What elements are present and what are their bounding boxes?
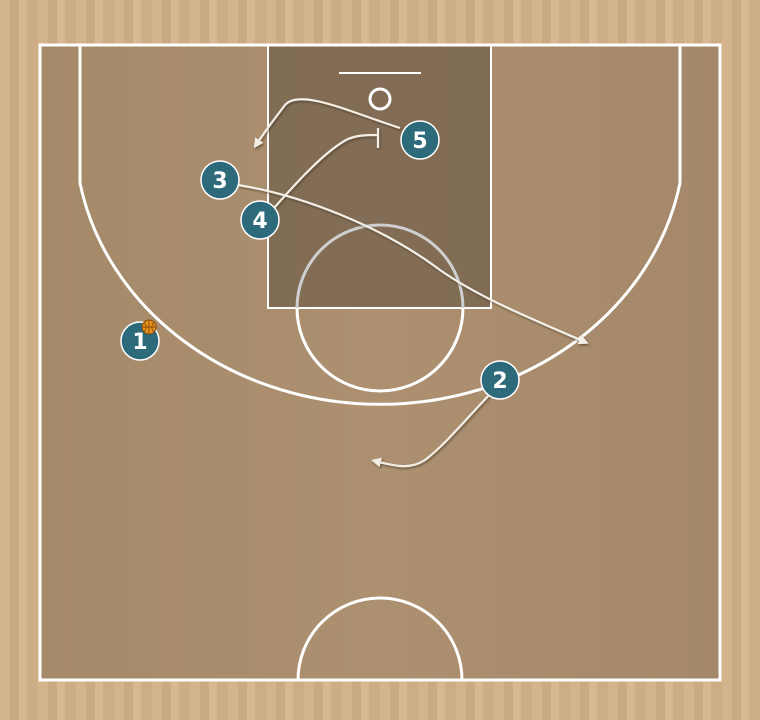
play-actions [237, 98, 589, 468]
player-2-label: 2 [492, 369, 507, 394]
player-3-cut-path [237, 183, 589, 345]
player-3-label: 3 [212, 169, 227, 194]
player-5-cut-path [253, 98, 401, 149]
player-2-cut-path [371, 391, 493, 468]
player-2-token[interactable] [480, 360, 520, 400]
three-point-arc [78, 182, 682, 406]
lane-lines [267, 44, 492, 309]
free-throw-circle-bottom [295, 307, 465, 393]
player-3[interactable]: 3 [200, 160, 240, 200]
player-5[interactable]: 5 [400, 120, 440, 160]
player-4-screen-path [267, 133, 379, 216]
center-circle [296, 596, 464, 681]
player-5-label: 5 [412, 129, 427, 154]
player-3-token[interactable] [200, 160, 240, 200]
free-throw-circle-top [295, 223, 465, 309]
basketball-icon [141, 319, 157, 335]
player-5-token[interactable] [400, 120, 440, 160]
player-4[interactable]: 4 [240, 200, 280, 240]
player-4-token[interactable] [240, 200, 280, 240]
player-4-label: 4 [252, 209, 267, 234]
hoop [368, 87, 392, 111]
player-1-label: 1 [132, 330, 147, 355]
court-lines [38, 43, 722, 682]
player-2[interactable]: 2 [480, 360, 520, 400]
